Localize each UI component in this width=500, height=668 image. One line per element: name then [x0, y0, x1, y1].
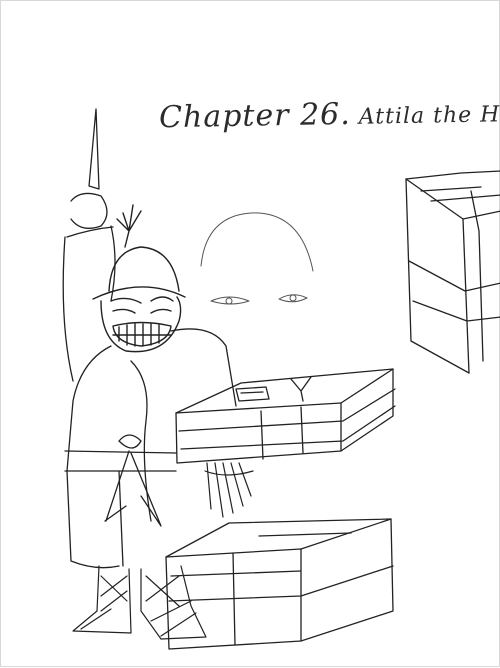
attila-body [64, 328, 237, 569]
attila-head [92, 204, 186, 353]
attila-legs [72, 565, 207, 640]
floor-box [165, 518, 394, 650]
held-box [175, 368, 396, 464]
side-box [405, 170, 500, 374]
background-face [200, 212, 314, 305]
raised-arm [62, 108, 116, 382]
attila-hand [204, 462, 254, 518]
